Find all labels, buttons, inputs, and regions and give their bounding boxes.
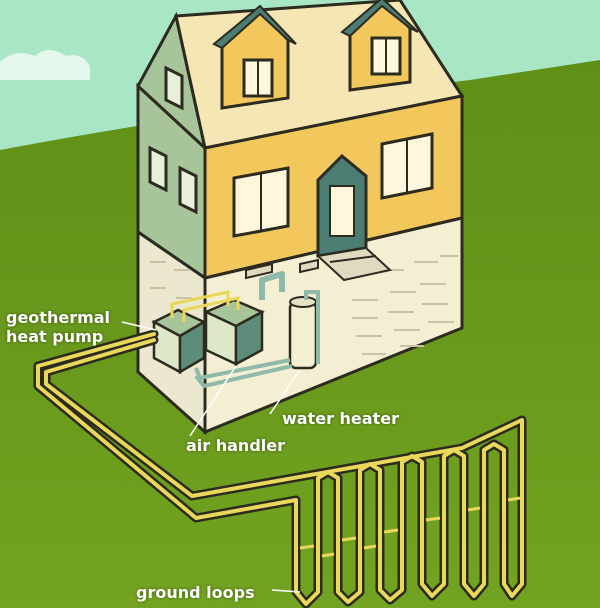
heat-pump-label-line2: heat pump <box>6 327 104 346</box>
dormer-right <box>340 0 419 92</box>
brick-pattern <box>150 255 458 355</box>
pipe-couplers <box>299 496 521 558</box>
basement-vents <box>245 258 319 280</box>
connector-pipes <box>170 290 240 322</box>
ground-loop-pipes <box>33 329 527 608</box>
cloud <box>0 50 90 80</box>
leader-lines <box>121 321 301 593</box>
side-windows <box>148 65 198 215</box>
air-handler-label: air handler <box>186 436 285 455</box>
dormer-left <box>212 4 297 110</box>
water-heater-label: water heater <box>282 409 399 428</box>
heat-pump-label-line1: geothermal <box>6 308 111 327</box>
front-door <box>315 153 393 282</box>
geothermal-heat-pump-unit <box>151 308 207 375</box>
ground-loops-label: ground loops <box>136 583 255 602</box>
duct-up <box>259 271 285 300</box>
air-handler-unit <box>202 298 265 367</box>
front-windows <box>232 132 434 238</box>
water-heater-tank <box>288 290 320 370</box>
geothermal-heat-pump-label: geothermal heat pump <box>6 308 110 346</box>
water-pipes <box>194 358 293 389</box>
